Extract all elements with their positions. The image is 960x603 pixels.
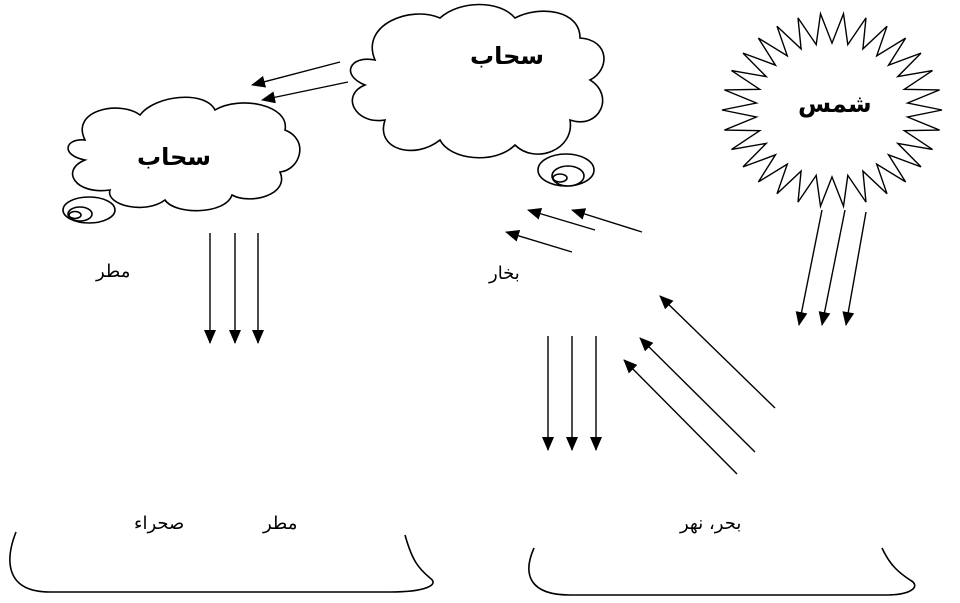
cloud-small: [62, 96, 301, 224]
arrow-vapor-2: [571, 208, 643, 233]
arrow-vapor-3: [505, 230, 573, 253]
rain-arrows-left: [204, 233, 264, 344]
vapor-arrows: [505, 207, 643, 253]
rain-label-left: مطر: [96, 261, 131, 282]
sun-shape: [721, 10, 943, 210]
arrow-sun-1: [795, 209, 823, 326]
sun-ray-arrows: [795, 209, 867, 326]
cloud-drift-arrows: [251, 61, 349, 104]
sun-label: شمس: [798, 90, 872, 118]
sea-river-label: بحر، نهر: [680, 513, 742, 534]
vapor-label: بخار: [489, 263, 520, 284]
arrow-evap-2: [639, 337, 756, 453]
desert-label: صحراء: [134, 513, 185, 534]
arrow-evap-3: [623, 359, 738, 475]
desert-basin: [9, 531, 434, 593]
arrow-sun-2: [818, 209, 846, 326]
cloud-small-label: سحاب: [137, 143, 212, 171]
cloud-large: [349, 3, 605, 187]
sea-basin: [528, 547, 916, 596]
rain-label-bottom: مطر: [263, 513, 298, 534]
evaporation-arrows: [623, 295, 776, 475]
rain-arrows-right: [542, 336, 602, 451]
arrow-sun-3: [842, 211, 867, 326]
arrow-drift-2: [261, 81, 349, 104]
cloud-large-label: سحاب: [470, 42, 545, 70]
arrow-evap-1: [659, 295, 776, 409]
arrow-vapor-1: [527, 207, 596, 231]
arrow-drift-1: [251, 61, 341, 88]
